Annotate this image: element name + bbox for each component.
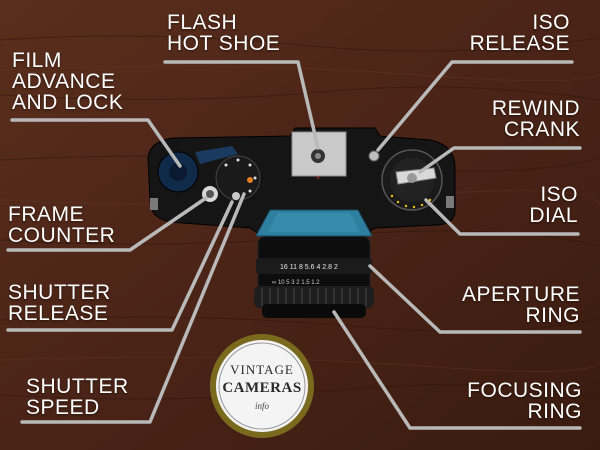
leader-frame-counter — [6, 196, 208, 252]
label-iso-release-line1: ISO — [532, 11, 570, 34]
shutter-speed-dial — [215, 155, 261, 201]
label-rewind-crank-line2: CRANK — [503, 118, 580, 141]
label-iso-release-line2: RELEASE — [469, 32, 570, 55]
label-film-advance-and-lock: FILM ADVANCE AND LOCK — [12, 50, 123, 113]
label-aperture-ring-line2: RING — [525, 304, 580, 327]
label-rewind-crank: REWIND CRANK — [492, 98, 580, 140]
aperture-scale-text: 16 11 8 5.6 4 2.8 2 — [280, 264, 338, 271]
label-frame-counter-line2: COUNTER — [8, 224, 116, 247]
label-focusing-ring: FOCUSING RING — [467, 380, 582, 422]
label-iso-dial-line2: DIAL — [529, 204, 578, 227]
leader-flash-hot-shoe — [163, 60, 320, 150]
leader-film-advance — [10, 118, 182, 168]
shutter-release-button — [232, 192, 240, 200]
leader-shutter-release — [6, 200, 234, 332]
label-iso-dial: ISO DIAL — [529, 184, 578, 226]
label-iso-release: ISO RELEASE — [470, 12, 570, 54]
leader-iso-dial — [424, 198, 580, 236]
label-frame-counter: FRAME COUNTER — [8, 204, 115, 246]
label-shutter-release: SHUTTER RELEASE — [8, 282, 111, 324]
label-focusing-ring-line2: RING — [527, 400, 582, 423]
leader-iso-release — [376, 60, 574, 152]
label-shutter-release-line2: RELEASE — [8, 302, 109, 325]
leader-focusing-ring — [332, 310, 582, 430]
logo-line3: info — [255, 401, 270, 411]
label-shutter-speed-line1: SHUTTER — [26, 375, 129, 398]
label-flash-hot-shoe: FLASH HOT SHOE — [167, 12, 280, 54]
label-shutter-speed: SHUTTER SPEED — [26, 376, 129, 418]
label-flash-hot-shoe-line1: FLASH — [167, 11, 238, 34]
label-aperture-ring-line1: APERTURE — [462, 283, 580, 306]
label-shutter-release-line1: SHUTTER — [8, 281, 111, 304]
label-aperture-ring: APERTURE RING — [462, 284, 580, 326]
svg-text:×: × — [316, 175, 320, 182]
label-flash-hot-shoe-line2: HOT SHOE — [167, 32, 281, 55]
label-film-advance-line3: AND LOCK — [12, 91, 124, 114]
label-frame-counter-line1: FRAME — [8, 203, 84, 226]
label-film-advance-line1: FILM — [12, 49, 62, 72]
logo-inner-disc — [216, 340, 308, 432]
label-iso-dial-line1: ISO — [540, 183, 578, 206]
focus-scale-text: ∞ 10 5 3 2 1.5 1.2 — [272, 280, 320, 286]
leader-shutter-speed — [20, 192, 246, 424]
focusing-ring — [254, 286, 374, 308]
hot-shoe — [291, 131, 347, 177]
label-shutter-speed-line2: SPEED — [26, 396, 100, 419]
iso-release-button — [368, 150, 380, 162]
logo-line2: CAMERAS — [222, 380, 301, 396]
label-rewind-crank-line1: REWIND — [491, 97, 580, 120]
logo-line1: VINTAGE — [230, 362, 294, 377]
leader-rewind-crank — [418, 146, 582, 174]
aperture-ring — [256, 258, 372, 274]
leader-aperture-ring — [368, 264, 582, 334]
label-film-advance-line2: ADVANCE — [12, 70, 116, 93]
label-focusing-ring-line1: FOCUSING — [467, 379, 582, 402]
